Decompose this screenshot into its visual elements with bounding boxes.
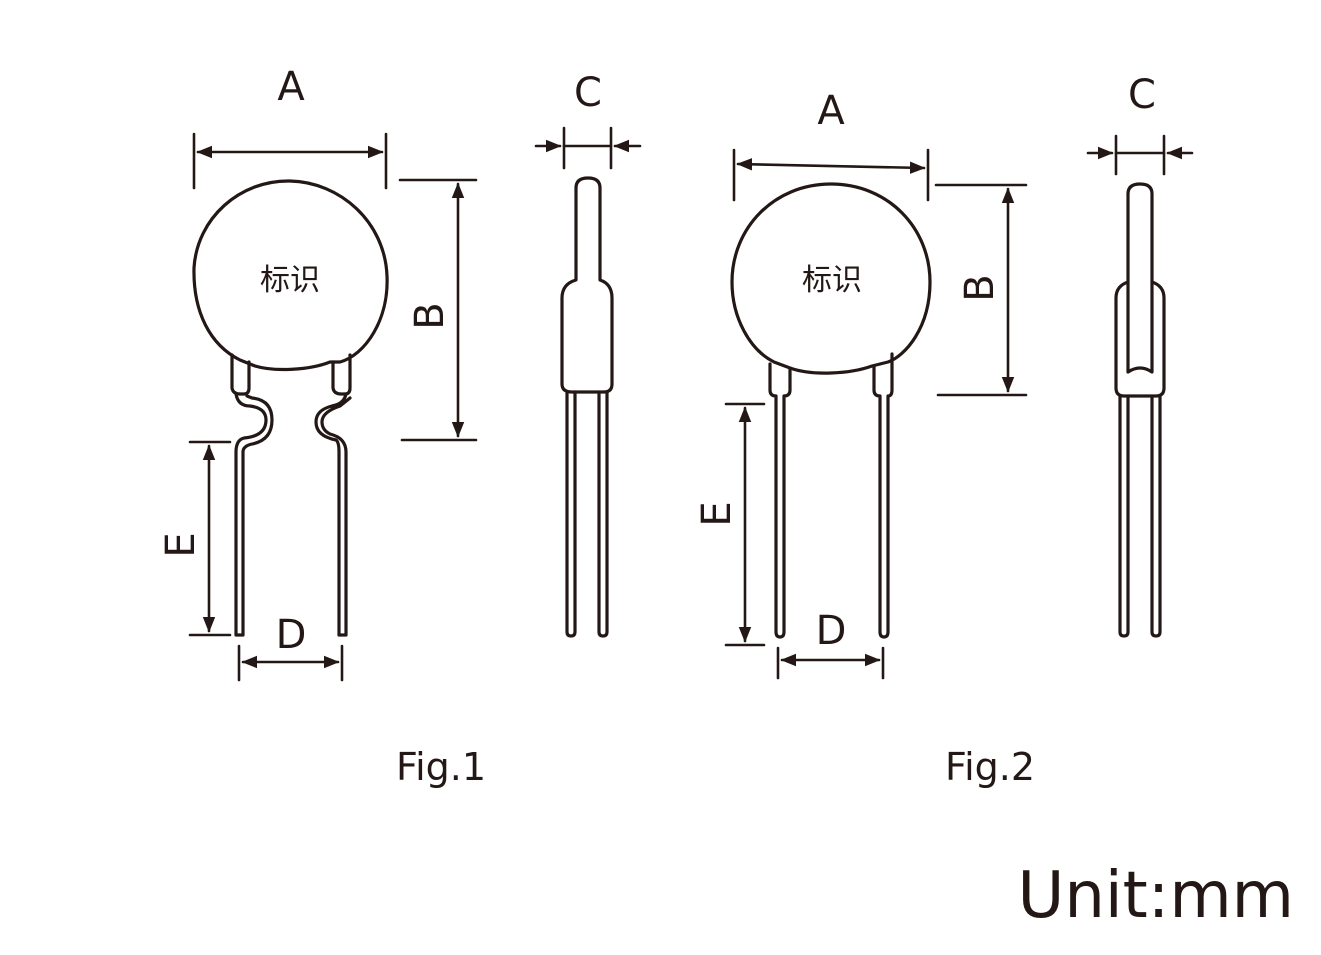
fig1-caption: Fig.1: [396, 745, 486, 789]
fig2-side-inner: [1126, 280, 1154, 374]
fig2-right-lead: [872, 352, 894, 639]
fig2-dimension-c-label: C: [1128, 72, 1156, 118]
fig1-left-lead-root: [230, 353, 251, 396]
fig2-caption: Fig.2: [945, 745, 1035, 789]
fig2-dimension-b-label: B: [957, 274, 1003, 301]
fig1-dimension-e-label: E: [158, 532, 204, 557]
fig1-side-view: [534, 126, 642, 638]
fig2-dimension-a-label: A: [817, 88, 845, 134]
fig2-dimension-e-label: E: [694, 501, 740, 526]
fig2-disc-body: [730, 182, 932, 375]
fig2-front-view: [724, 148, 1028, 680]
fig2-side-view: [1086, 134, 1194, 638]
fig1-dimension-d-label: D: [276, 612, 307, 658]
fig2-dimension-d-label: D: [816, 608, 847, 654]
fig1-left-lead: [234, 392, 274, 637]
fig1-marking-text: 标识: [260, 263, 320, 298]
fig1-disc-body: [192, 179, 389, 372]
unit-note: Unit:mm: [1017, 859, 1294, 933]
fig1-dimension-c-label: C: [574, 70, 602, 116]
fig2-side-lead-left: [1118, 394, 1130, 638]
fig2-side-body: [1114, 182, 1166, 398]
fig2-marking-text: 标识: [802, 263, 862, 298]
fig2-left-lead: [768, 362, 792, 639]
fig2-side-lead-right: [1150, 394, 1162, 638]
fig1-dimension-b-label: B: [407, 302, 453, 329]
fig1-right-lead-root: [331, 353, 352, 396]
fig1-side-body: [560, 176, 614, 394]
fig1-dimension-a-label: A: [277, 64, 305, 110]
fig1-right-lead: [314, 392, 352, 637]
fig1-front-view: [188, 132, 478, 682]
fig1-side-lead-right: [597, 390, 609, 638]
fig1-side-lead-left: [565, 390, 577, 638]
